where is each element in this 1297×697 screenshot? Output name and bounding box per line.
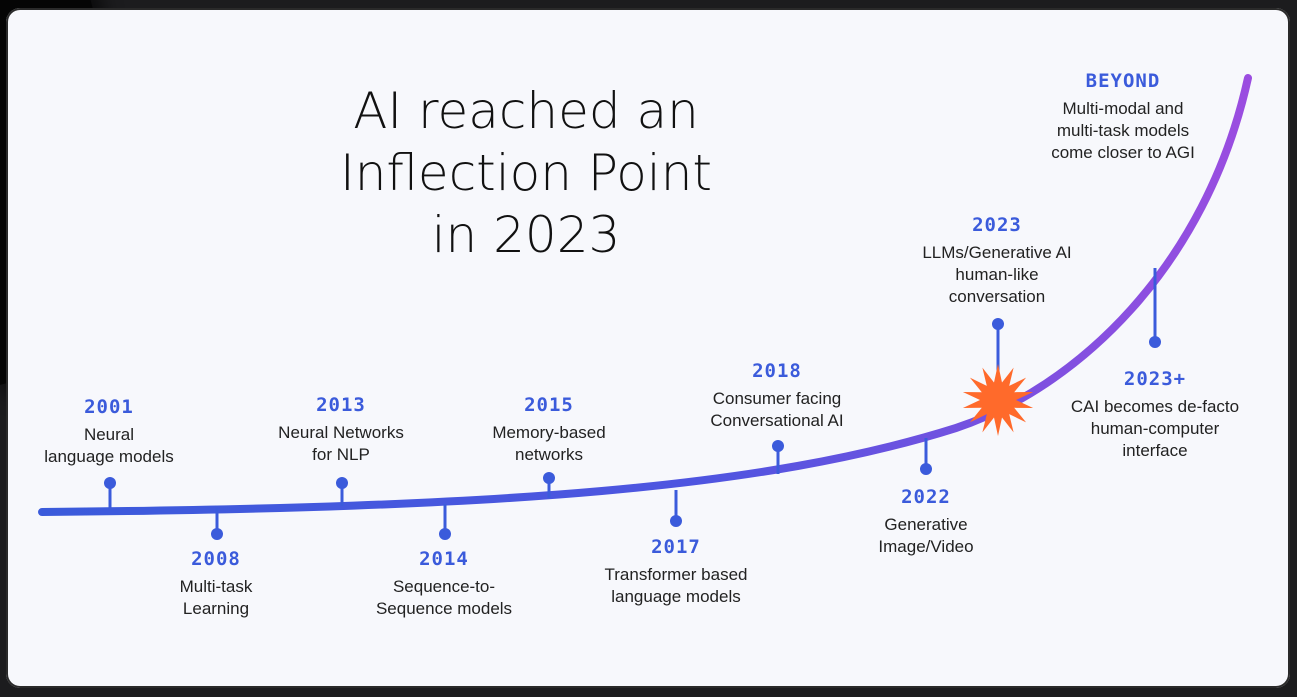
- event-year: 2001: [84, 396, 134, 418]
- event-label: BEYOND Multi-modal and multi-task models …: [1008, 70, 1238, 164]
- event-year: 2013: [316, 394, 366, 416]
- event-description: CAI becomes de-facto human-computer inte…: [1070, 397, 1240, 460]
- event-year: 2017: [651, 536, 701, 558]
- event-description: Neural Networks for NLP: [278, 423, 404, 464]
- event-year: 2015: [524, 394, 574, 416]
- inflection-star-icon: [962, 364, 1034, 436]
- timeline-diagram: [38, 74, 1252, 540]
- event-description: Sequence-to- Sequence models: [375, 577, 513, 618]
- event-marker-dot: [992, 318, 1004, 330]
- event-year: 2018: [752, 360, 802, 382]
- event-marker-dot: [104, 477, 116, 489]
- event-description: Memory-based networks: [492, 423, 606, 464]
- event-year: 2008: [191, 548, 241, 570]
- event-marker-dot: [920, 463, 932, 475]
- event-year: BEYOND: [1085, 70, 1161, 92]
- title-line: in 2023: [431, 206, 621, 264]
- title-line: AI reached an: [353, 82, 699, 140]
- event-description: Generative Image/Video: [878, 515, 974, 556]
- event-marker-dot: [211, 528, 223, 540]
- event-description: Consumer facing Conversational AI: [710, 389, 844, 430]
- event-marker-dot: [543, 472, 555, 484]
- growth-curve: [38, 74, 1252, 516]
- event-description: Neural language models: [44, 425, 174, 466]
- event-marker-dot: [772, 440, 784, 452]
- event-marker-dot: [670, 515, 682, 527]
- page-title: AI reached an Inflection Point in 2023: [306, 80, 746, 266]
- event-description: Multi-task Learning: [179, 577, 253, 618]
- event-label: 2023+ CAI becomes de-facto human-computer…: [1040, 368, 1270, 462]
- event-year: 2014: [419, 548, 469, 570]
- event-description: Transformer based language models: [604, 565, 748, 606]
- title-line: Inflection Point: [340, 144, 712, 202]
- event-description: Multi-modal and multi-task models come c…: [1051, 99, 1195, 162]
- event-year: 2023+: [1123, 368, 1187, 390]
- event-marker-dot: [1149, 336, 1161, 348]
- event-description: LLMs/Generative AI human-like conversati…: [922, 243, 1072, 306]
- timeline-card: AI reached an Inflection Point in 2023 2…: [6, 8, 1290, 688]
- event-year: 2022: [901, 486, 951, 508]
- event-marker-dot: [336, 477, 348, 489]
- event-year: 2023: [972, 214, 1022, 236]
- event-marker-dot: [439, 528, 451, 540]
